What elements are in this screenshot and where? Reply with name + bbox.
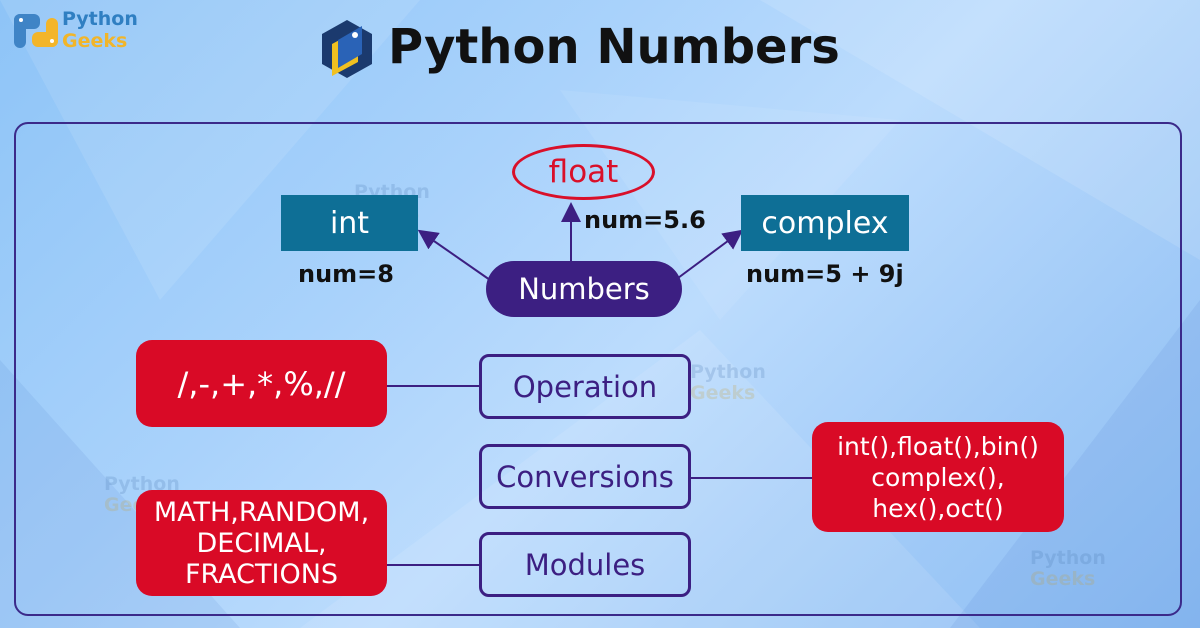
- int-example: num=8: [298, 260, 394, 288]
- complex-node: complex: [741, 195, 909, 251]
- arrow-to-complex: [677, 229, 744, 279]
- numbers-center-node: Numbers: [486, 261, 682, 317]
- modules-detail: MATH,RANDOM, DECIMAL, FRACTIONS: [136, 490, 387, 596]
- conversions-detail-line: int(),float(),bin(): [837, 431, 1039, 461]
- diagram-frame: [14, 122, 1182, 616]
- complex-example: num=5 + 9j: [746, 260, 904, 288]
- arrow-to-int: [417, 229, 491, 281]
- brand-name: Python Geeks: [62, 8, 138, 52]
- brand-line1: Python: [62, 8, 138, 30]
- float-example: num=5.6: [584, 206, 706, 234]
- brand-logo-icon: [14, 14, 58, 48]
- page-title: Python Numbers: [388, 19, 840, 75]
- conversions-detail: int(),float(),bin() complex(), hex(),oct…: [812, 422, 1064, 532]
- modules-detail-line: FRACTIONS: [184, 558, 339, 590]
- conversions-detail-line: hex(),oct(): [872, 493, 1004, 523]
- operation-detail: /,-,+,*,%,//: [136, 340, 387, 427]
- modules-detail-line: MATH,RANDOM,: [153, 496, 370, 528]
- modules-detail-line: DECIMAL,: [196, 527, 327, 559]
- float-node: float: [512, 144, 655, 200]
- modules-node: Modules: [479, 532, 691, 597]
- python-logo-icon: [322, 20, 372, 78]
- int-node: int: [281, 195, 418, 251]
- brand-line2: Geeks: [62, 30, 128, 52]
- operation-node: Operation: [479, 354, 691, 419]
- conversions-node: Conversions: [479, 444, 691, 509]
- conversions-detail-line: complex(),: [871, 462, 1005, 492]
